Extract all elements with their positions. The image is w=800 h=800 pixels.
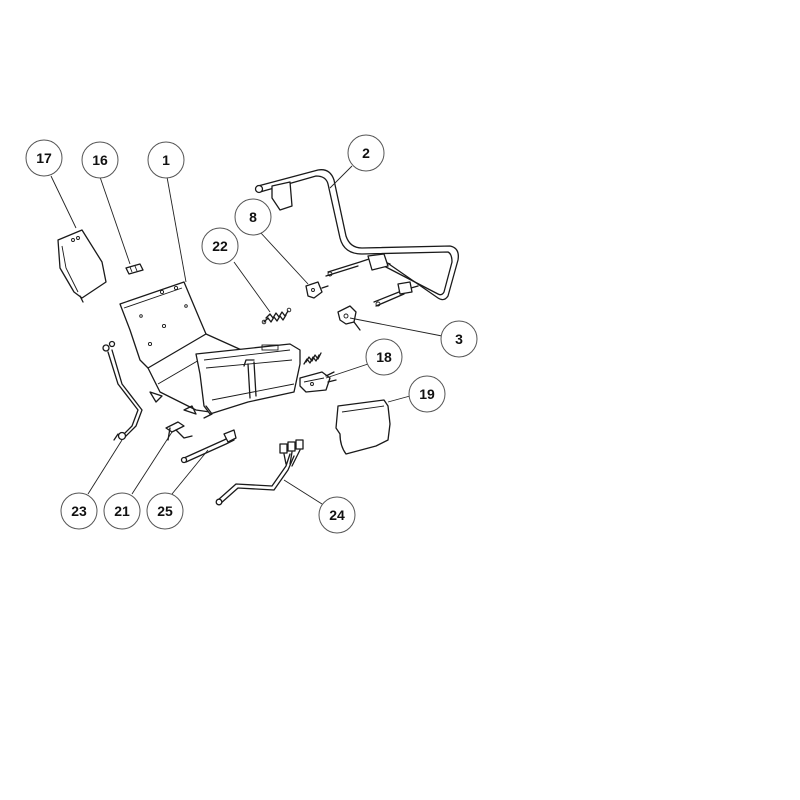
callout-label-18: 18 (376, 349, 392, 365)
callout-label-21: 21 (114, 503, 130, 519)
part-3-clip (337, 305, 361, 331)
callout-label-1: 1 (162, 152, 170, 168)
callout-16: 16 (81, 141, 119, 179)
callout-19: 19 (408, 375, 446, 413)
callout-label-2: 2 (362, 145, 370, 161)
callout-label-24: 24 (329, 507, 345, 523)
callout-label-8: 8 (249, 209, 257, 225)
callout-23: 23 (60, 492, 98, 530)
part-16-clip (125, 263, 144, 275)
part-1-seat-base (119, 281, 301, 419)
part-18-latch (299, 371, 337, 393)
leader-lines (50, 165, 443, 505)
part-21-pin (165, 421, 193, 441)
part-8-bracket (305, 281, 329, 299)
part-spring-center (303, 352, 322, 365)
part-23-rod (102, 340, 143, 441)
part-2-tube-frame (254, 169, 459, 307)
callout-24: 24 (318, 496, 356, 534)
callout-21: 21 (103, 492, 141, 530)
callout-label-3: 3 (455, 331, 463, 347)
callout-3: 3 (440, 320, 478, 358)
callout-22: 22 (201, 227, 239, 265)
part-25-cable (180, 429, 237, 464)
callout-17: 17 (25, 139, 63, 177)
callout-2: 2 (347, 134, 385, 172)
callout-label-17: 17 (36, 150, 52, 166)
callout-8: 8 (234, 198, 272, 236)
part-17-side-panel (57, 229, 107, 303)
callout-label-16: 16 (92, 152, 108, 168)
callout-label-22: 22 (212, 238, 228, 254)
part-19-cover (335, 399, 391, 455)
callout-label-19: 19 (419, 386, 435, 402)
part-22-spring (261, 307, 292, 325)
callout-18: 18 (365, 338, 403, 376)
part-24-harness (215, 439, 304, 506)
callout-1: 1 (147, 141, 185, 179)
callout-25: 25 (146, 492, 184, 530)
callout-label-23: 23 (71, 503, 87, 519)
callout-label-25: 25 (157, 503, 173, 519)
